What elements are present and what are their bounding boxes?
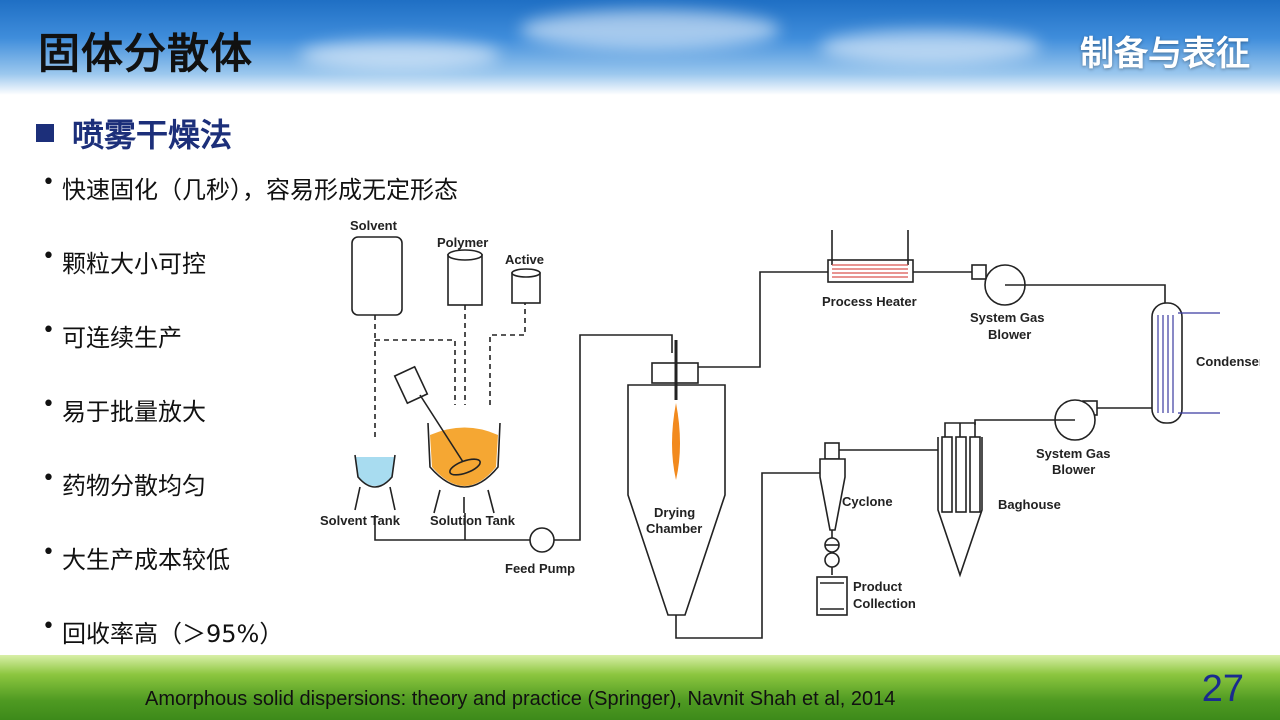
- bullet-dot: •: [42, 318, 55, 343]
- citation: Amorphous solid dispersions: theory and …: [145, 688, 896, 710]
- bullet-text: 大生产成本较低: [62, 546, 230, 574]
- bullet-item: • 回收率高（＞95%）: [42, 612, 458, 686]
- label-solvent-tank: Solvent Tank: [320, 513, 401, 528]
- slide-title: 固体分散体: [38, 29, 254, 78]
- label-blower-bottom: System Gas: [1036, 446, 1110, 461]
- spray-flame: [672, 403, 680, 480]
- label-feed-pump: Feed Pump: [505, 561, 575, 576]
- grass-banner: [0, 655, 1280, 720]
- label-solvent: Solvent: [350, 218, 398, 233]
- label-process-heater: Process Heater: [822, 294, 917, 309]
- bullet-item: • 快速固化（几秒），容易形成无定形态: [42, 168, 458, 242]
- square-bullet-icon: [36, 124, 54, 142]
- bullet-dot: •: [42, 540, 55, 565]
- bullet-text: 可连续生产: [62, 324, 182, 352]
- bullet-item: • 药物分散均匀: [42, 464, 458, 538]
- page-number: 27: [1201, 668, 1244, 710]
- baghouse: [937, 422, 983, 578]
- bullet-item: • 可连续生产: [42, 316, 458, 390]
- solvent-tank: [354, 454, 396, 511]
- heading-text: 喷雾干燥法: [72, 116, 233, 154]
- bullet-item: • 大生产成本较低: [42, 538, 458, 612]
- spray-drying-diagram: Solvent Polymer Active Solvent Tank Solu…: [320, 218, 1260, 639]
- label-product-collection: Product: [853, 579, 903, 594]
- bullet-text: 易于批量放大: [62, 398, 206, 426]
- bullet-dot: •: [42, 466, 55, 491]
- label-polymer: Polymer: [437, 235, 488, 250]
- label-active: Active: [505, 252, 544, 267]
- cloud: [520, 10, 780, 50]
- label-blower-bottom: Blower: [1052, 462, 1095, 477]
- bullet-text: 回收率高（＞95%）: [62, 620, 284, 648]
- condenser: [1151, 302, 1220, 424]
- label-blower-top: Blower: [988, 327, 1031, 342]
- bullet-text: 快速固化（几秒），容易形成无定形态: [62, 176, 458, 204]
- bullet-item: • 易于批量放大: [42, 390, 458, 464]
- feed-pump: [529, 527, 555, 553]
- dashed-feed-lines: [374, 300, 526, 440]
- bullet-list: • 快速固化（几秒），容易形成无定形态 • 颗粒大小可控 • 可连续生产 • 易于批量放…: [42, 168, 458, 686]
- label-solution-tank: Solution Tank: [430, 513, 516, 528]
- cyclone: [819, 442, 846, 575]
- bullet-dot: •: [42, 614, 55, 639]
- solution-tank: [393, 365, 501, 514]
- bullet-item: • 颗粒大小可控: [42, 242, 458, 316]
- label-product-collection: Collection: [853, 596, 916, 611]
- drying-chamber: [627, 340, 726, 616]
- label-cyclone: Cyclone: [842, 494, 893, 509]
- bullet-dot: •: [42, 170, 55, 195]
- label-baghouse: Baghouse: [998, 497, 1061, 512]
- bullet-dot: •: [42, 392, 55, 417]
- bullet-text: 颗粒大小可控: [62, 250, 206, 278]
- active-container: [511, 268, 541, 304]
- cloud: [300, 40, 500, 70]
- section-heading: 喷雾干燥法: [36, 110, 232, 156]
- label-blower-top: System Gas: [970, 310, 1044, 325]
- process-heater: [827, 230, 914, 283]
- polymer-container: [447, 249, 483, 306]
- cloud: [820, 30, 1040, 64]
- bullet-text: 药物分散均匀: [62, 472, 206, 500]
- bullet-dot: •: [42, 244, 55, 269]
- label-condenser: Condenser: [1196, 354, 1260, 369]
- product-collection: [816, 576, 848, 616]
- label-drying-chamber: Chamber: [646, 521, 702, 536]
- section-tag: 制备与表征: [1080, 34, 1250, 74]
- label-drying-chamber: Drying: [654, 505, 695, 520]
- solvent-bottle: [351, 236, 403, 316]
